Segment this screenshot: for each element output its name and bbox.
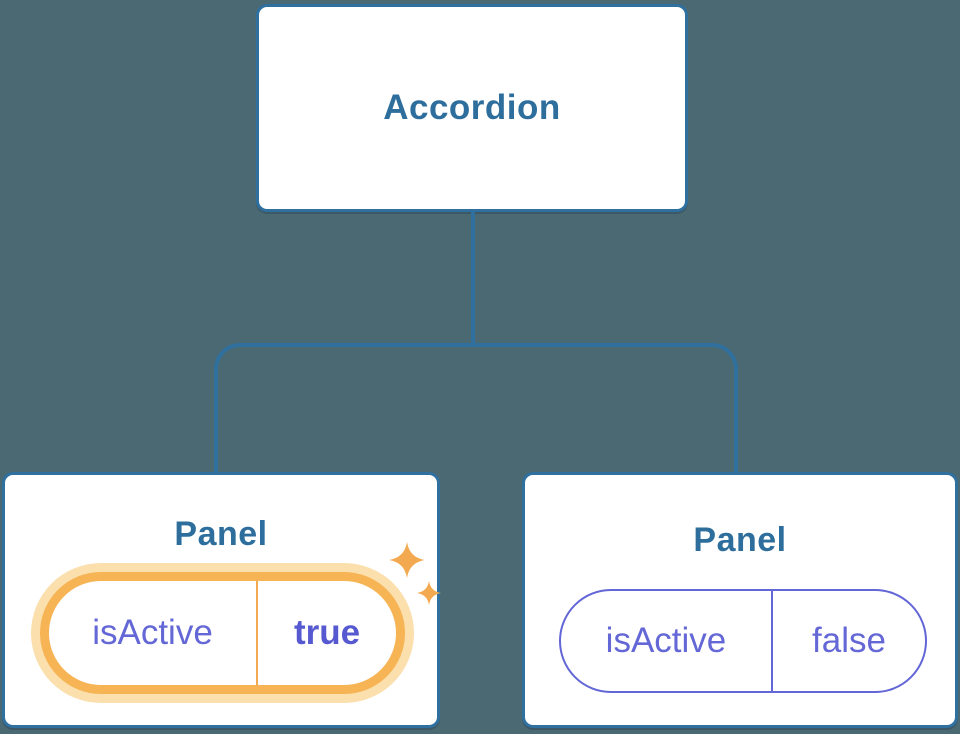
pill-divider [770, 591, 773, 691]
tree-connector-bracket [214, 343, 738, 474]
state-key-cell: isActive [92, 613, 213, 652]
accordion-node-label: Accordion [383, 88, 561, 127]
state-value-cell: false [812, 621, 886, 660]
tree-connector-stem [471, 210, 475, 347]
panel-title: Panel [174, 515, 268, 553]
accordion-node: Accordion [256, 4, 688, 212]
pill-divider [256, 581, 258, 685]
state-key-cell: isActive [605, 621, 727, 660]
panel-title: Panel [693, 521, 787, 559]
panel-node-active: Panel isActive true [2, 472, 441, 728]
state-pill-highlighted: isActive true [40, 572, 405, 694]
state-pill: isActive false [559, 589, 927, 693]
panel-node-inactive: Panel isActive false [522, 472, 958, 728]
state-value-cell: true [293, 613, 361, 652]
